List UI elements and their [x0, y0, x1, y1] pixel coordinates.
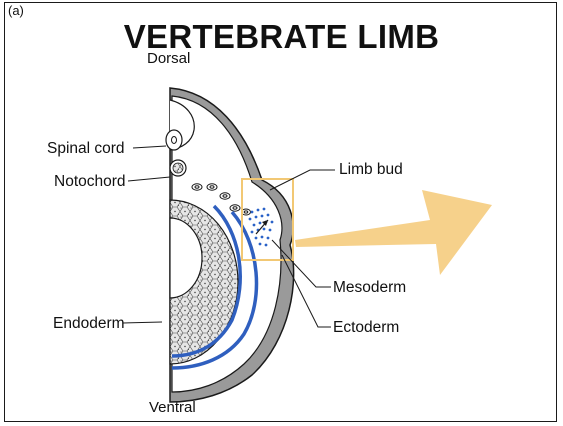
- label-spinal-cord: Spinal cord: [47, 141, 125, 157]
- ventral-label: Ventral: [149, 400, 196, 415]
- page-title: VERTEBRATE LIMB: [0, 20, 563, 53]
- label-limb-bud: Limb bud: [339, 162, 403, 178]
- panel-label: (a): [8, 4, 24, 17]
- label-notochord: Notochord: [54, 174, 126, 190]
- label-mesoderm: Mesoderm: [333, 280, 406, 296]
- label-ectoderm: Ectoderm: [333, 320, 399, 336]
- direction-arrow: [295, 190, 492, 275]
- dorsal-label: Dorsal: [147, 51, 190, 66]
- label-endoderm: Endoderm: [53, 316, 125, 332]
